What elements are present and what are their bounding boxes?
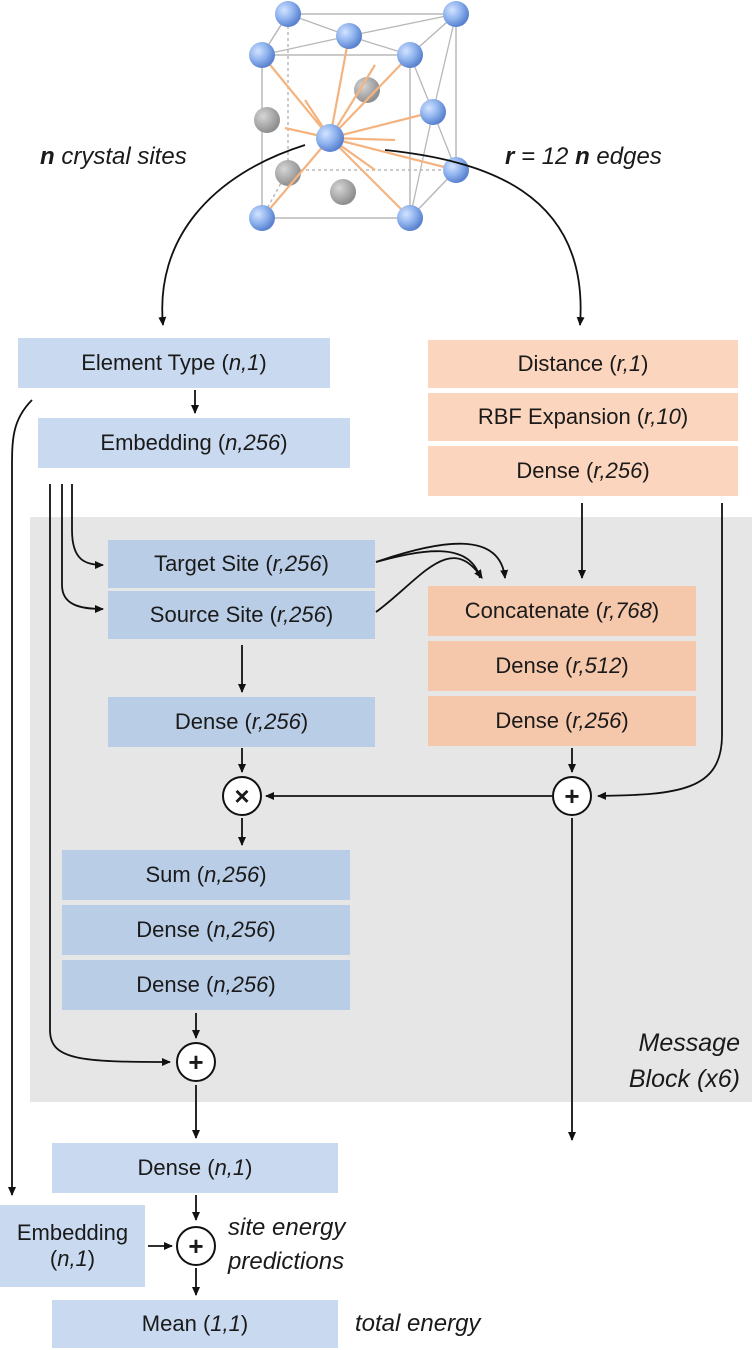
dense-n256-box-1: Dense (n,256) [62,905,350,955]
add-operator-output: + [176,1226,216,1266]
rbf-expansion-box: RBF Expansion (r,10) [428,393,738,441]
dense-n256-box-2: Dense (n,256) [62,960,350,1010]
element-type-box: Element Type (n,1) [18,338,330,388]
add-operator-edge: + [552,776,592,816]
concatenate-box: Concatenate (r,768) [428,586,696,636]
multiply-operator: × [222,776,262,816]
source-site-box: Source Site (r,256) [108,591,375,639]
edges-label: r = 12 n edges [505,143,662,170]
embedding-box: Embedding (n,256) [38,418,350,468]
crystal-sites-label: n crystal sites [40,143,187,170]
sum-box: Sum (n,256) [62,850,350,900]
total-energy-label: total energy [355,1310,481,1337]
message-block-label: Message Block (x6) [628,1029,740,1094]
distance-box: Distance (r,1) [428,340,738,388]
unit-cell-edges [261,13,457,219]
embedding-n1-box: Embedding (n,1) [0,1205,145,1287]
dense-512-box: Dense (r,512) [428,641,696,691]
add-operator-residual: + [176,1042,216,1082]
bond-lines [261,35,457,219]
crystal-structure-illustration [249,1,469,231]
dense-edge-box: Dense (r,256) [428,446,738,496]
target-site-box: Target Site (r,256) [108,540,375,588]
dense-r256-edge-box: Dense (r,256) [428,696,696,746]
dense-n1-box: Dense (n,1) [52,1143,338,1193]
mean-box: Mean (1,1) [52,1300,338,1348]
site-energy-label: site energy predictions [228,1214,346,1275]
dense-r256-site-box: Dense (r,256) [108,697,375,747]
